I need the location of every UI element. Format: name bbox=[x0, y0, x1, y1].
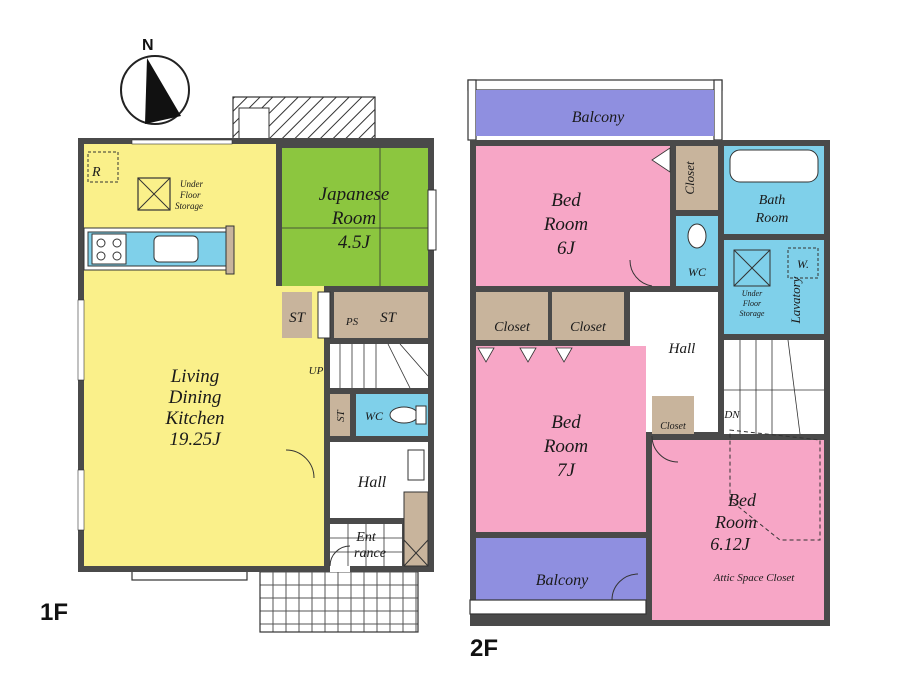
compass-north-label: N bbox=[142, 37, 154, 54]
label-japanese-3: 4.5J bbox=[338, 232, 372, 253]
floor-label-2f: 2F bbox=[470, 635, 498, 662]
floor-1-labels: R Under Floor Storage Living Dining Kitc… bbox=[40, 165, 398, 626]
closet-top bbox=[676, 146, 718, 210]
label-w: W. bbox=[797, 257, 809, 271]
label-ldk-4: 19.25J bbox=[169, 429, 222, 450]
label-attic: Attic Space Closet bbox=[713, 572, 796, 584]
label-wc-2f: WC bbox=[688, 265, 707, 279]
bathtub-icon bbox=[729, 149, 819, 183]
room-st2 bbox=[334, 292, 428, 338]
label-closet-d: Closet bbox=[660, 421, 686, 432]
label-closet-a: Closet bbox=[494, 320, 531, 335]
label-balcony-bottom: Balcony bbox=[536, 572, 589, 589]
room-bed-6j bbox=[476, 146, 670, 286]
label-under-storage-2f-a: Under bbox=[742, 289, 763, 298]
label-bed6-3: 6J bbox=[557, 238, 577, 259]
label-hall-2f: Hall bbox=[668, 341, 696, 357]
balcony-bottom bbox=[476, 538, 646, 600]
sink-icon bbox=[153, 235, 199, 263]
label-entrance-1: Ent bbox=[355, 530, 377, 545]
washer-box bbox=[787, 247, 819, 279]
label-dn: DN bbox=[723, 409, 740, 421]
porch-door-swing bbox=[238, 107, 270, 144]
label-ldk-3: Kitchen bbox=[164, 408, 224, 429]
floor-2 bbox=[467, 79, 830, 626]
label-bath-1: Bath bbox=[759, 193, 785, 208]
label-bed7-2: Room bbox=[543, 436, 588, 457]
label-balcony-top: Balcony bbox=[572, 109, 625, 126]
label-ps: PS bbox=[345, 316, 359, 328]
compass-needle bbox=[145, 58, 181, 124]
room-st1 bbox=[282, 292, 312, 338]
shoe-cabinet bbox=[403, 491, 429, 567]
label-closet-top: Closet bbox=[682, 161, 697, 195]
room-japanese bbox=[282, 148, 428, 286]
label-bed7-1: Bed bbox=[551, 412, 581, 433]
porch-bottom bbox=[259, 565, 419, 633]
floor-label-1f: 1F bbox=[40, 599, 68, 626]
label-japanese-2: Room bbox=[331, 208, 376, 229]
stairs-1f bbox=[330, 344, 428, 388]
label-closet-b: Closet bbox=[570, 320, 607, 335]
label-bed6-2: Room bbox=[543, 214, 588, 235]
label-entrance-2: rance bbox=[354, 546, 386, 561]
label-japanese-1: Japanese bbox=[319, 184, 390, 205]
floor-1 bbox=[77, 96, 437, 633]
label-hall-1f: Hall bbox=[357, 474, 387, 491]
label-bed6-1: Bed bbox=[551, 190, 581, 211]
label-under-storage-1f-c: Storage bbox=[175, 201, 203, 211]
room-st3 bbox=[330, 394, 350, 436]
label-ldk-2: Dining bbox=[168, 387, 222, 408]
room-bed-612j bbox=[652, 440, 824, 620]
label-up: UP bbox=[309, 365, 324, 377]
toilet-icon-2f bbox=[687, 223, 707, 249]
label-lavatory: Lavatory bbox=[788, 276, 803, 324]
label-st1: ST bbox=[289, 310, 307, 326]
label-under-storage-1f-a: Under bbox=[180, 179, 203, 189]
label-under-storage-2f-b: Floor bbox=[742, 299, 762, 308]
floor-2-labels: Balcony Bed Room 6J Closet WC Bath Room … bbox=[470, 109, 809, 662]
label-bath-2: Room bbox=[755, 211, 789, 226]
label-st3: ST bbox=[335, 409, 347, 422]
compass: N bbox=[120, 37, 190, 125]
label-bed612-1: Bed bbox=[728, 490, 757, 510]
r-box bbox=[87, 151, 119, 183]
closet-a bbox=[476, 292, 548, 340]
label-wc-1f: WC bbox=[365, 409, 384, 423]
closet-d bbox=[652, 396, 694, 434]
label-bed612-2: Room bbox=[714, 512, 757, 532]
stove-icon bbox=[91, 233, 127, 265]
label-ldk-1: Living bbox=[170, 366, 220, 387]
label-bed7-3: 7J bbox=[557, 460, 577, 481]
attic-outline bbox=[729, 429, 821, 541]
label-r: R bbox=[91, 165, 101, 180]
stairs-2f bbox=[724, 340, 824, 434]
balcony-top bbox=[476, 90, 714, 136]
room-bed-7j bbox=[476, 346, 646, 532]
ps-shaft bbox=[317, 291, 331, 339]
label-st2: ST bbox=[380, 310, 398, 326]
closet-b bbox=[552, 292, 624, 340]
toilet-icon-1f bbox=[389, 406, 419, 424]
label-bed612-3: 6.12J bbox=[710, 534, 751, 554]
label-under-storage-2f-c: Storage bbox=[740, 309, 765, 318]
label-under-storage-1f-b: Floor bbox=[179, 190, 201, 200]
